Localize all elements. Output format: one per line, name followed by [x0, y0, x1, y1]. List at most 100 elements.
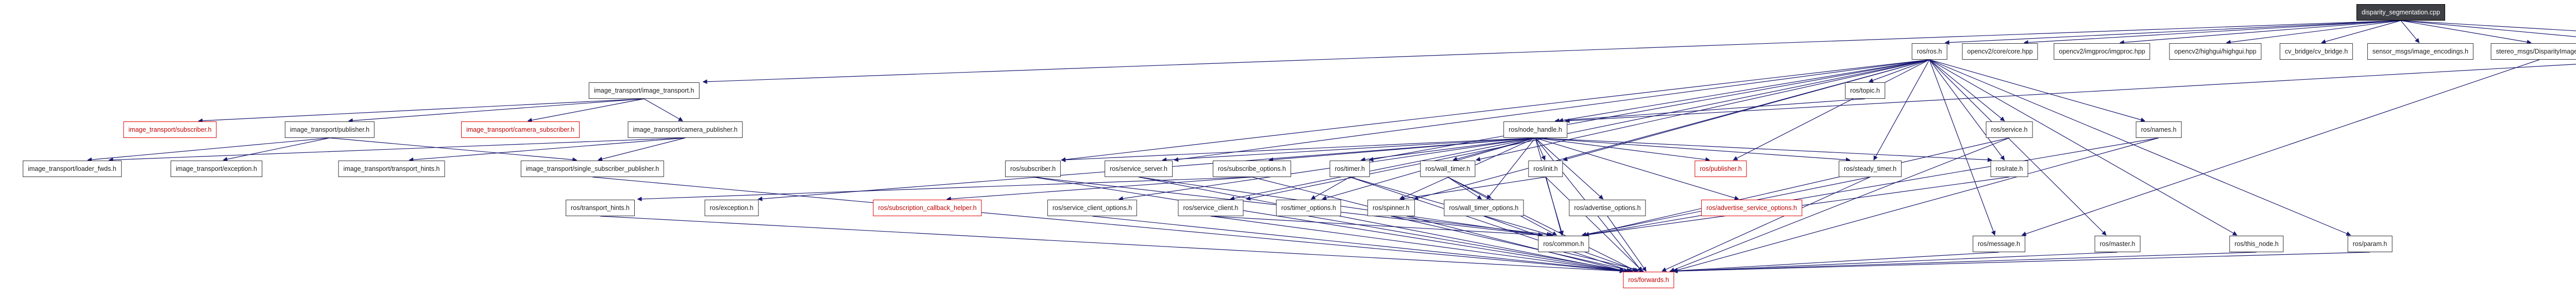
graph-node-advopts[interactable]: ros/advertise_options.h	[1569, 200, 1646, 216]
include-edge-it-it_camsub	[527, 98, 645, 122]
graph-node-exception[interactable]: ros/exception.h	[704, 200, 759, 216]
include-edge-it_campub-it_hints	[409, 137, 686, 162]
include-edge-topts-forwards	[1308, 216, 1629, 273]
graph-node-it_sub[interactable]: image_transport/subscriber.h	[123, 121, 217, 138]
graph-node-it_ssp[interactable]: image_transport/single_subscriber_publis…	[520, 161, 665, 177]
include-edge-subopts-forwards	[1251, 177, 1625, 273]
include-edge-init-common	[1545, 177, 1564, 236]
graph-node-rate[interactable]: ros/rate.h	[1990, 161, 2028, 177]
include-edge-ros_ros-sub	[1061, 59, 1930, 162]
include-edge-it_pub-it_loader	[87, 137, 330, 162]
include-edge-nh-svcsrv	[1162, 137, 1536, 163]
include-edge-nh-advopts	[1535, 137, 1604, 200]
include-edge-svc-forwards	[1670, 137, 2010, 272]
graph-node-it_campub[interactable]: image_transport/camera_publisher.h	[628, 121, 743, 138]
graph-node-wtopts[interactable]: ros/wall_timer_options.h	[1444, 200, 1524, 216]
include-edge-ros_ros-spinner	[1413, 59, 1930, 201]
graph-node-it[interactable]: image_transport/image_transport.h	[588, 82, 700, 99]
graph-node-spinner[interactable]: ros/spinner.h	[1367, 200, 1415, 216]
include-edge-it_ssp-forwards	[592, 177, 1624, 273]
include-edge-main-cv_core	[2023, 20, 2401, 45]
graph-node-it_hints[interactable]: image_transport/transport_hints.h	[338, 161, 445, 177]
graph-node-topic[interactable]: ros/topic.h	[1845, 82, 1885, 99]
include-edge-wtimer-wtopts	[1447, 177, 1482, 200]
include-edge-it_campub-it_loader	[108, 137, 686, 163]
include-edge-nh-scopts	[1118, 137, 1536, 201]
graph-node-master[interactable]: ros/master.h	[2094, 236, 2141, 252]
include-edge-spinner-common	[1391, 216, 1554, 237]
graph-node-topts[interactable]: ros/timer_options.h	[1276, 200, 1342, 216]
graph-node-advsvcopts[interactable]: ros/advertise_service_options.h	[1701, 200, 1802, 216]
graph-node-this_node[interactable]: ros/this_node.h	[2229, 236, 2284, 252]
graph-node-names[interactable]: ros/names.h	[2136, 121, 2182, 138]
include-edge-dynsrv-nh	[1565, 64, 2576, 124]
include-edge-ros_ros-pub	[1733, 59, 1930, 161]
graph-node-main: disparity_segmentation.cpp	[2356, 4, 2446, 21]
graph-node-it_exc[interactable]: image_transport/exception.h	[171, 161, 262, 177]
graph-node-ros_ros[interactable]: ros/ros.h	[1911, 43, 1947, 60]
include-edge-topic-nh	[1554, 98, 1866, 123]
include-edge-ros_ros-sclient	[1246, 59, 1930, 201]
graph-node-it_pub[interactable]: image_transport/publisher.h	[284, 121, 375, 138]
include-edge-dispimg-message	[2021, 59, 2540, 236]
include-edge-nh-pub	[1535, 137, 1710, 162]
graph-node-message[interactable]: ros/message.h	[1973, 236, 2025, 252]
include-edge-ros_ros-this_node	[1929, 59, 2238, 236]
include-edge-ros_ros-wtimer	[1476, 59, 1930, 162]
graph-node-cvb[interactable]: cv_bridge/cv_bridge.h	[2279, 43, 2353, 60]
graph-node-cv_imgproc[interactable]: opencv2/imgproc/imgproc.hpp	[2054, 43, 2150, 60]
graph-node-scopts[interactable]: ros/service_client_options.h	[1047, 200, 1138, 216]
include-edge-it-it_pub	[348, 98, 645, 123]
include-edge-timer-topts	[1311, 177, 1350, 200]
graph-node-subhelper[interactable]: ros/subscription_callback_helper.h	[873, 200, 982, 216]
include-edge-subopts-roshints	[637, 177, 1252, 202]
include-edge-main-enc	[2400, 20, 2420, 43]
graph-node-sclient[interactable]: ros/service_client.h	[1178, 200, 1244, 216]
include-edge-ros_ros-svcsrv	[1174, 59, 1930, 162]
include-edge-names-common	[1584, 137, 2159, 237]
graph-node-it_loader[interactable]: image_transport/loader_fwds.h	[23, 161, 122, 177]
include-edge-param-forwards	[1673, 252, 2370, 274]
include-edge-scopts-forwards	[1092, 216, 1624, 273]
include-edge-init-forwards	[1545, 177, 1643, 272]
graph-node-enc[interactable]: sensor_msgs/image_encodings.h	[2367, 43, 2474, 60]
include-edge-ros_ros-svc	[1929, 59, 2005, 121]
include-edge-nh-stimer	[1535, 137, 1851, 162]
include-edge-advopts-forwards	[1607, 216, 1647, 272]
graph-node-roshints[interactable]: ros/transport_hints.h	[566, 200, 635, 216]
graph-node-cv_core[interactable]: opencv2/core/core.hpp	[1962, 43, 2038, 60]
graph-node-stimer[interactable]: ros/steady_timer.h	[1838, 161, 1902, 177]
graph-node-sub[interactable]: ros/subscriber.h	[1005, 161, 1061, 177]
include-edge-it-it_sub	[198, 98, 645, 124]
include-edge-master-forwards	[1673, 252, 2118, 274]
graph-node-forwards[interactable]: ros/forwards.h	[1623, 272, 1674, 288]
include-edge-nh-init	[1535, 137, 1546, 161]
include-edge-ros_ros-message	[1929, 59, 1996, 236]
graph-node-pub[interactable]: ros/publisher.h	[1694, 161, 1747, 177]
graph-node-nh[interactable]: ros/node_handle.h	[1503, 121, 1567, 138]
graph-node-it_camsub[interactable]: image_transport/camera_subscriber.h	[461, 121, 580, 138]
graph-node-svc[interactable]: ros/service.h	[1986, 121, 2033, 138]
graph-node-common[interactable]: ros/common.h	[1538, 236, 1589, 252]
graph-node-dispimg[interactable]: stereo_msgs/DisparityImage.h	[2490, 43, 2576, 60]
include-edge-nh-rate	[1535, 137, 1992, 163]
include-edge-main-dispimg	[2400, 20, 2532, 45]
include-edge-main-cv_imgproc	[2119, 20, 2401, 45]
graph-node-param[interactable]: ros/param.h	[2347, 236, 2393, 252]
include-edge-nh-wtopts	[1486, 137, 1536, 200]
include-edge-ros_ros-nh	[1558, 59, 1930, 123]
graph-node-init[interactable]: ros/init.h	[1528, 161, 1563, 177]
graph-node-cv_highgui[interactable]: opencv2/highgui/highgui.hpp	[2169, 43, 2262, 60]
include-edge-ros_ros-master	[1929, 59, 2107, 236]
include-edge-ros_ros-topic	[1868, 59, 1930, 83]
include-edge-svcsrv-forwards	[1138, 177, 1624, 273]
graph-node-svcsrv[interactable]: ros/service_server.h	[1105, 161, 1173, 177]
include-edge-roshints-forwards	[600, 216, 1624, 274]
graph-node-subopts[interactable]: ros/subscribe_options.h	[1212, 161, 1292, 177]
graph-node-timer[interactable]: ros/timer.h	[1329, 161, 1370, 177]
graph-node-wtimer[interactable]: ros/wall_timer.h	[1420, 161, 1476, 177]
include-edge-common-forwards	[1563, 252, 1644, 273]
include-edge-main-cv_highgui	[2226, 20, 2401, 45]
include-edge-names-forwards	[1673, 137, 2159, 273]
include-edge-it-it_campub	[643, 98, 683, 121]
